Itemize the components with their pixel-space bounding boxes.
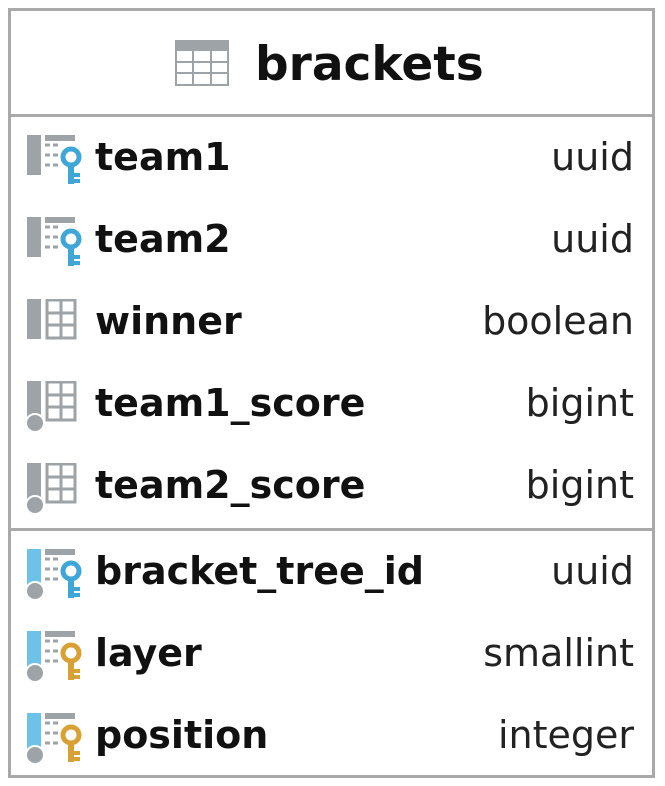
index-foreign-key-column-icon — [25, 549, 85, 601]
column-type: boolean — [482, 299, 634, 343]
column-row: team2_score bigint — [11, 445, 652, 527]
column-name: bracket_tree_id — [95, 549, 424, 593]
column-group-regular: team1 uuid team2 — [11, 117, 652, 531]
column-row: position integer — [11, 695, 652, 777]
column-type: bigint — [525, 381, 634, 425]
table-header: brackets — [11, 11, 652, 117]
column-row: team1 uuid — [11, 117, 652, 199]
foreign-key-column-icon — [25, 135, 85, 187]
column-name: position — [95, 713, 269, 757]
column-type: uuid — [551, 217, 634, 261]
column-name: team2_score — [95, 463, 366, 507]
column-name: team1 — [95, 135, 231, 179]
index-primary-key-column-icon — [25, 631, 85, 683]
column-name: winner — [95, 299, 242, 343]
column-row: winner boolean — [11, 281, 652, 363]
column-type: bigint — [525, 463, 634, 507]
column-row: bracket_tree_id uuid — [11, 531, 652, 613]
column-icon — [25, 298, 85, 351]
column-name: team1_score — [95, 381, 366, 425]
column-row: team2 uuid — [11, 199, 652, 281]
entity-table-box: brackets team1 uu — [8, 8, 655, 778]
nullable-column-icon — [25, 462, 85, 515]
column-type: integer — [497, 713, 634, 757]
column-row: team1_score bigint — [11, 363, 652, 445]
column-row: layer smallint — [11, 613, 652, 695]
column-type: smallint — [483, 631, 634, 675]
column-name: layer — [95, 631, 202, 675]
nullable-column-icon — [25, 380, 85, 433]
column-group-indexed: bracket_tree_id uuid — [11, 531, 652, 775]
table-icon — [175, 40, 229, 90]
column-type: uuid — [551, 549, 634, 593]
table-name: brackets — [255, 37, 484, 92]
foreign-key-column-icon — [25, 217, 85, 269]
index-primary-key-column-icon — [25, 713, 85, 765]
column-name: team2 — [95, 217, 231, 261]
column-type: uuid — [551, 135, 634, 179]
